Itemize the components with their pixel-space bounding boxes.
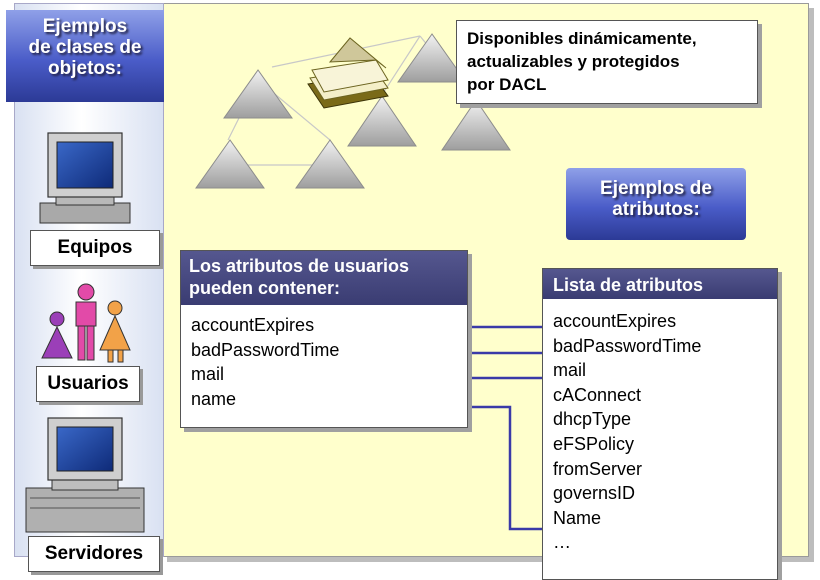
list-item: … — [553, 532, 571, 553]
object-classes-heading: Ejemplos de clases de objetos: — [6, 10, 164, 102]
directory-book-icon — [307, 37, 389, 109]
attribute-examples-heading-line: Ejemplos de — [600, 178, 712, 199]
callout-line: por DACL — [467, 75, 547, 94]
user-attributes-header-line: Los atributos de usuarios — [189, 256, 410, 276]
triangle-icon — [195, 139, 265, 189]
list-item: accountExpires — [191, 315, 315, 335]
object-classes-heading-line: Ejemplos — [42, 16, 128, 37]
list-item: Name — [553, 507, 602, 528]
class-label-servidores: Servidores — [28, 536, 160, 572]
list-item: badPasswordTime — [553, 335, 702, 356]
attribute-examples-heading-line: atributos: — [612, 199, 700, 220]
server-icon — [25, 417, 145, 533]
computer-icon — [39, 132, 131, 224]
attribute-list-items: accountExpires badPasswordTime mail cACo… — [543, 299, 777, 555]
triangle-icon — [295, 139, 365, 189]
user-attributes-header-line: pueden contener: — [189, 278, 341, 298]
class-label-equipos: Equipos — [30, 230, 160, 266]
list-item: cAConnect — [553, 384, 642, 405]
list-item: mail — [191, 364, 225, 385]
arrow-name — [426, 402, 542, 531]
callout-line: Disponibles dinámicamente, — [467, 29, 697, 48]
list-item: accountExpires — [553, 311, 677, 331]
user-attributes-box: Los atributos de usuarios pueden contene… — [180, 250, 468, 428]
attribute-list-header: Lista de atributos — [543, 269, 777, 299]
class-label-usuarios: Usuarios — [36, 366, 140, 402]
triangle-icon — [347, 95, 417, 147]
object-classes-heading-line: de clases de — [28, 37, 142, 58]
list-item: mail — [553, 360, 587, 381]
triangle-icon — [397, 33, 467, 83]
people-icon — [41, 283, 131, 363]
user-attributes-header: Los atributos de usuarios pueden contene… — [181, 251, 467, 305]
tree-node-icons — [195, 33, 511, 189]
list-item: dhcpType — [553, 409, 632, 430]
user-attributes-list: accountExpires badPasswordTime mail name — [181, 305, 467, 411]
list-item: badPasswordTime — [191, 339, 340, 360]
list-item: governsID — [553, 483, 636, 504]
list-item: fromServer — [553, 458, 643, 479]
callout-line: actualizables y protegidos — [467, 52, 680, 71]
attribute-examples-heading: Ejemplos de atributos: — [566, 168, 746, 240]
list-item: eFSPolicy — [553, 433, 635, 454]
triangle-icon — [223, 69, 293, 119]
list-item: name — [191, 388, 237, 409]
dynamic-callout: Disponibles dinámicamente, actualizables… — [456, 20, 758, 104]
triangle-icon — [441, 99, 511, 151]
attribute-list-box: Lista de atributos accountExpires badPas… — [542, 268, 778, 580]
object-classes-heading-line: objetos: — [48, 58, 122, 79]
